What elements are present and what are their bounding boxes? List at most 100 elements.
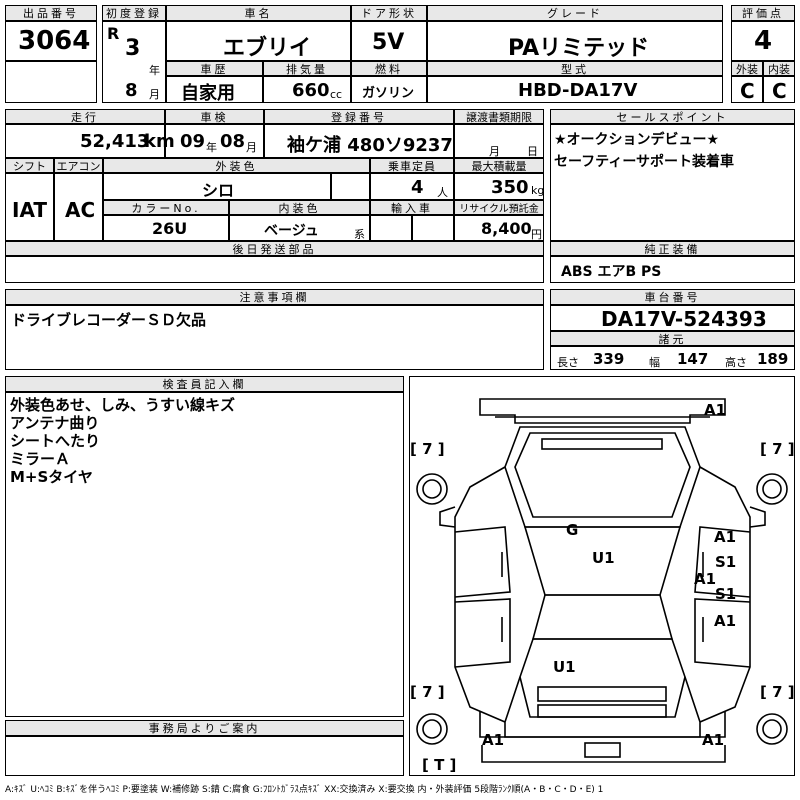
mark-a1-top: A1 <box>704 401 726 419</box>
chassis-number: DA17V-524393 <box>601 307 767 331</box>
chassis-header: 車台番号 <box>550 289 795 305</box>
import-cell-a <box>370 215 412 241</box>
exterior-header: 外装 <box>731 61 763 76</box>
inspector-note-2: アンテナ曲り <box>10 414 100 432</box>
grade: PAリミテッド <box>508 36 650 61</box>
first-reg-month-unit: 月 <box>149 88 160 101</box>
mark-u1-roof: U1 <box>592 549 615 567</box>
inspector-notes-cell: 外装色あせ、しみ、うすい線キズ アンテナ曲り シートへたり ミラーＡ M+Sタイ… <box>5 392 404 717</box>
lot-number-cell: 3064 <box>5 21 97 61</box>
first-reg-year: 3 <box>125 36 141 61</box>
mark-g: G <box>566 521 578 539</box>
width-value: 147 <box>677 350 709 368</box>
score-cell: 4 <box>731 21 795 61</box>
first-reg-month: 8 <box>125 80 138 101</box>
interior-score: C <box>772 79 787 103</box>
inspector-note-1: 外装色あせ、しみ、うすい線キズ <box>10 396 236 414</box>
standard-equip: ABS エアB PS <box>561 264 662 280</box>
capacity-unit: 人 <box>437 186 448 199</box>
color-no: 26U <box>152 219 188 238</box>
mark-s1-right-door-2: S1 <box>715 585 736 603</box>
inspection-year: 09 <box>180 131 206 152</box>
int-color-unit: 系 <box>354 228 365 241</box>
sales-point-header: セールスポイント <box>550 109 795 124</box>
first-reg-era: R <box>107 24 120 43</box>
width-label: 幅 <box>649 356 660 369</box>
color-no-cell: 26U <box>103 215 229 241</box>
dims-header: 諸元 <box>550 331 795 346</box>
length-value: 339 <box>593 350 625 368</box>
plate-header: 登録番号 <box>264 109 454 124</box>
chassis-cell: DA17V-524393 <box>550 305 795 331</box>
plate-cell: 袖ケ浦 480ソ9237 <box>264 124 454 158</box>
lot-number-header: 出品番号 <box>5 5 97 21</box>
history-cell: 自家用 <box>166 76 263 104</box>
fuel-cell: ガソリン <box>351 76 427 103</box>
max-load: 350 <box>491 177 529 198</box>
mark-a1-right-pillar: A1 <box>694 570 716 588</box>
shift: IAT <box>12 198 48 222</box>
recycle-unit: 円 <box>531 228 542 241</box>
inspector-header: 検査員記入欄 <box>5 376 404 392</box>
transfer-month-unit: 月 <box>489 145 500 158</box>
int-color: ベージュ <box>264 223 319 239</box>
first-registration-cell: R 3 年 8 月 <box>102 21 166 103</box>
sales-point-1: ★オークションデビュー★ <box>554 132 720 148</box>
standard-equip-header: 純正装備 <box>550 241 795 256</box>
displacement-cell: 660 cc <box>263 76 351 103</box>
history: 自家用 <box>181 83 235 104</box>
shift-header: シフト <box>5 158 54 173</box>
door-type: 5V <box>372 30 405 55</box>
aircon: AC <box>65 198 96 222</box>
capacity: 4 <box>411 177 424 198</box>
capacity-cell: 4 人 <box>370 173 454 200</box>
mark-u1-floor: U1 <box>553 658 576 676</box>
grade-cell: PAリミテッド <box>427 21 723 61</box>
interior-score-cell: C <box>763 76 795 103</box>
inspection-cell: 09 年 08 月 <box>165 124 264 158</box>
ext-color-blank <box>331 173 370 200</box>
fuel-header: 燃料 <box>351 61 427 76</box>
mark-s1-right-door-1: S1 <box>715 553 736 571</box>
aircon-cell: AC <box>54 173 103 241</box>
door-type-cell: 5V <box>351 21 427 61</box>
lot-number-blank <box>5 61 97 103</box>
inspection-month-unit: 月 <box>246 141 257 154</box>
color-no-header: カラーNo. <box>103 200 229 215</box>
inspector-note-4: ミラーＡ <box>10 450 71 468</box>
door-type-header: ドア形状 <box>351 5 427 21</box>
tire-rear-left: [ 7 ] <box>410 683 445 701</box>
transfer-cell: 月 日 <box>454 124 544 158</box>
caution-note: ドライブレコーダーＳＤ欠品 <box>11 311 207 329</box>
max-load-cell: 350 kg <box>454 173 544 200</box>
displacement: 660 <box>292 80 330 101</box>
score-header: 評価点 <box>731 5 795 21</box>
history-header: 車歴 <box>166 61 263 76</box>
int-color-cell: ベージュ 系 <box>229 215 370 241</box>
tire-front-right: [ 7 ] <box>760 440 794 458</box>
fuel: ガソリン <box>362 86 415 101</box>
inspection-month: 08 <box>220 131 246 152</box>
office-cell <box>5 736 404 776</box>
car-name-cell: エブリイ <box>166 21 351 61</box>
import-header: 輸入車 <box>370 200 454 215</box>
exterior-score-cell: C <box>731 76 763 103</box>
import-cell-b <box>412 215 454 241</box>
ext-color: シロ <box>202 181 235 200</box>
height-value: 189 <box>757 350 789 368</box>
inspection-year-unit: 年 <box>206 141 217 154</box>
recycle-cell: 8,400 円 <box>454 215 544 241</box>
mark-a1-bottom-right: A1 <box>702 731 724 749</box>
car-name: エブリイ <box>223 36 312 61</box>
inspector-note-5: M+Sタイヤ <box>10 468 93 486</box>
displacement-header: 排気量 <box>263 61 351 76</box>
first-registration-header: 初度登録 <box>102 5 166 21</box>
dims-cell: 長さ 339 幅 147 高さ 189 <box>550 346 795 370</box>
later-parts-cell <box>5 256 544 283</box>
sales-point-cell: ★オークションデビュー★ セーフティーサポート装着車 <box>550 124 795 241</box>
recycle-value: 8,400 <box>481 219 532 238</box>
mark-a1-right-door-2: A1 <box>714 612 736 630</box>
length-label: 長さ <box>557 356 579 369</box>
car-name-header: 車名 <box>166 5 351 21</box>
transfer-day-unit: 日 <box>527 145 538 158</box>
